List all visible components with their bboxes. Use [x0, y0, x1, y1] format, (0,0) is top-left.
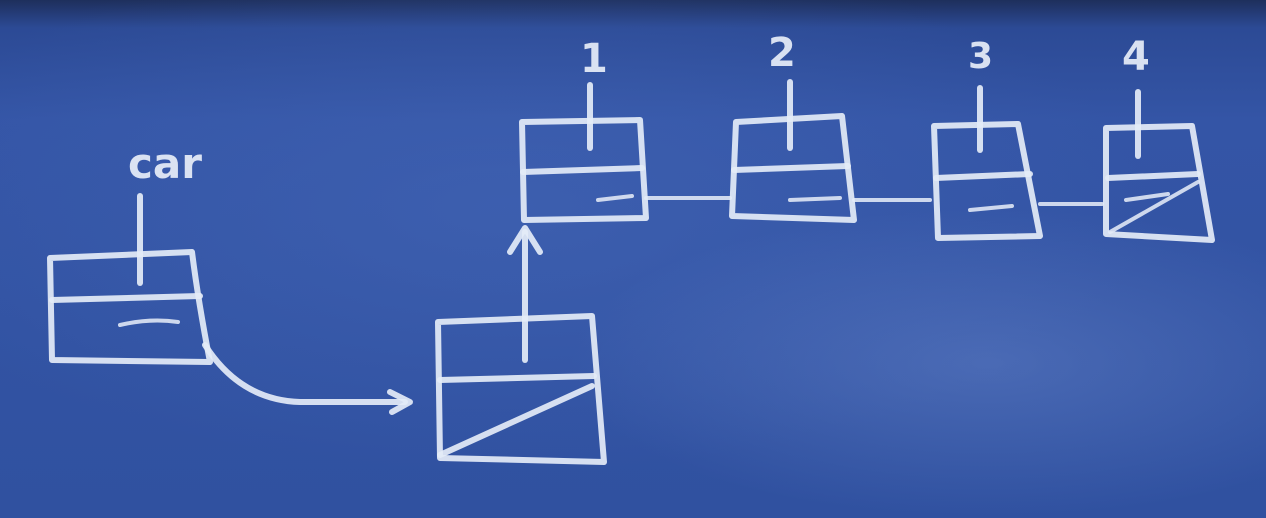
- node3-label: 3: [968, 36, 993, 77]
- car-to-cons-arrow: [202, 342, 413, 415]
- node4-label: 4: [1122, 34, 1150, 80]
- list-node-4: [1103, 89, 1215, 243]
- car-cons-cell: [47, 249, 213, 365]
- node2-label: 2: [768, 30, 796, 76]
- node1-label: 1: [580, 36, 608, 82]
- up-arrow: [507, 225, 543, 363]
- list-node-1: [519, 82, 649, 223]
- cdr-cons-cell: [435, 313, 607, 465]
- car-label: car: [128, 139, 202, 188]
- list-node-3: [931, 85, 1043, 241]
- list-node-2: [729, 79, 857, 223]
